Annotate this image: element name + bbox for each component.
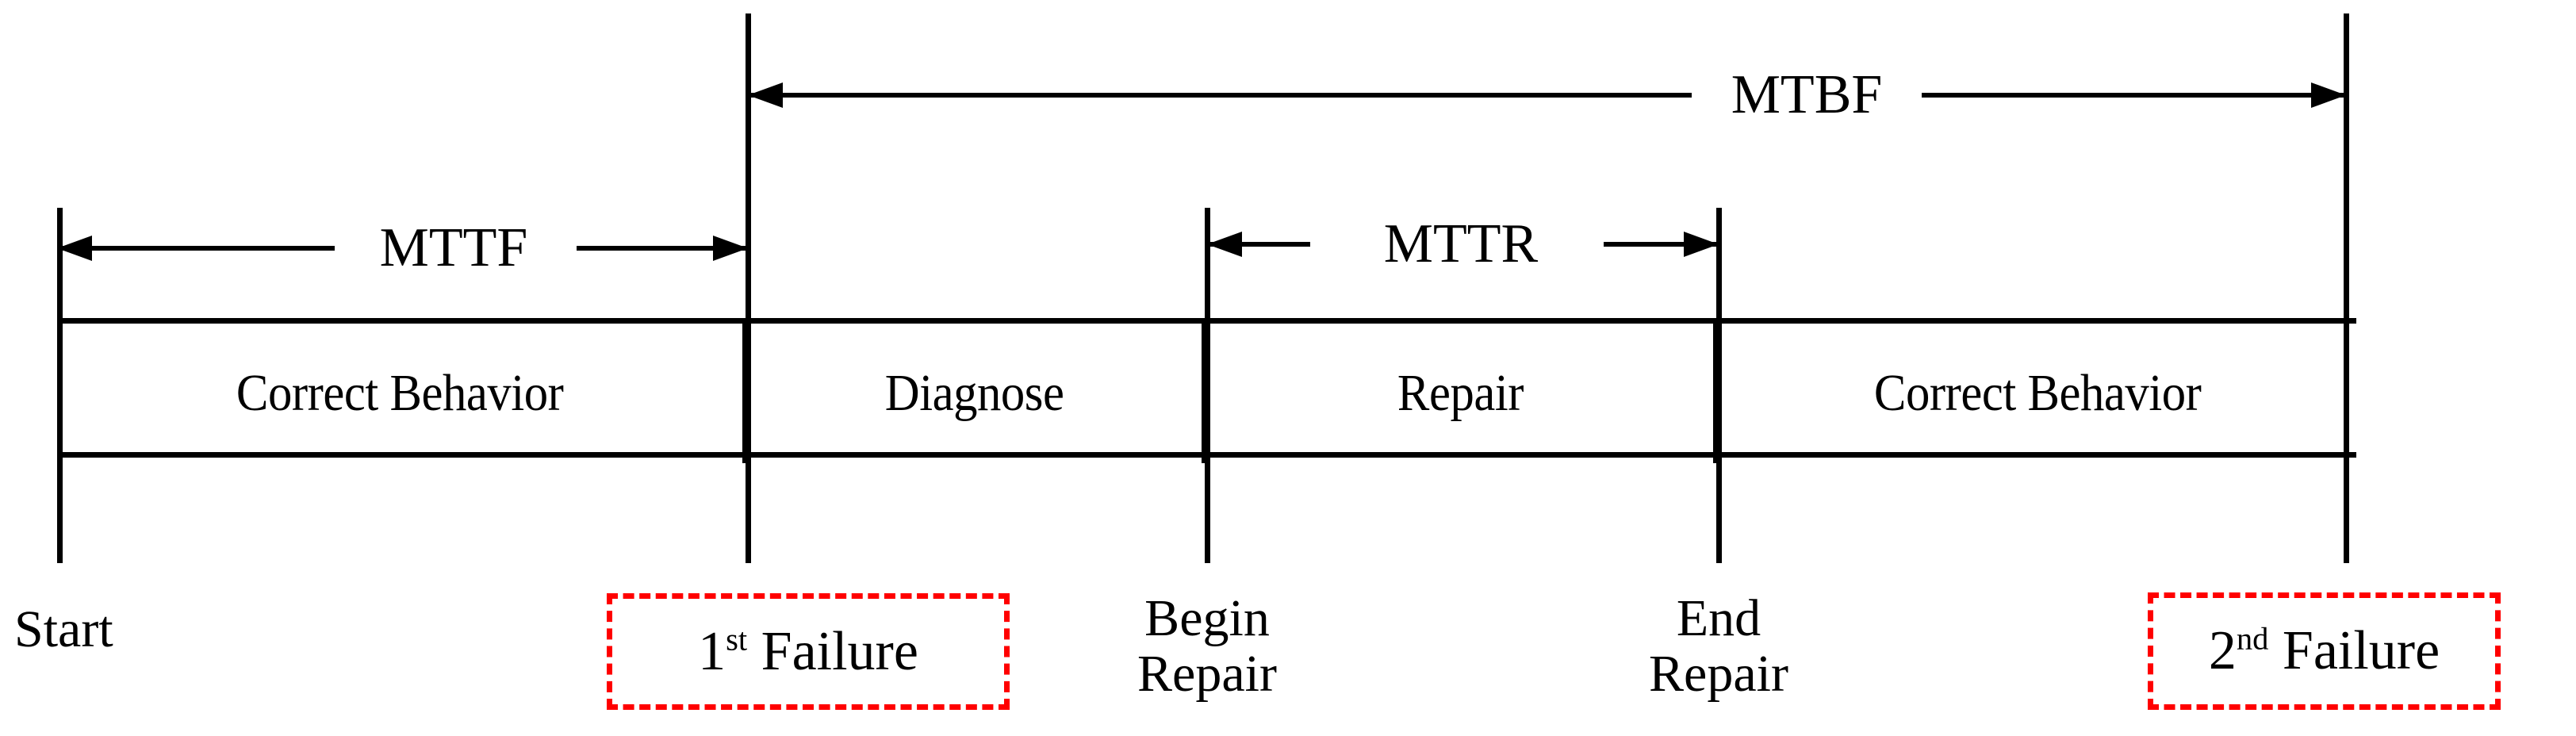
- event-label-line-1: End: [1676, 589, 1761, 647]
- mtbf-arrowhead-left: [748, 82, 783, 108]
- mtbf-line-right: [1922, 93, 2346, 98]
- event-label-first-failure: 1st Failure: [698, 620, 918, 682]
- state-cell-correct-behavior-1: Correct Behavior: [57, 324, 748, 463]
- event-label-line-2: Repair: [1137, 644, 1277, 703]
- event-ordinal-suffix: st: [726, 621, 748, 657]
- event-label-start: Start: [14, 603, 113, 656]
- state-cell-label: Repair: [1397, 364, 1524, 422]
- event-label-line-1: Begin: [1144, 589, 1270, 647]
- event-ordinal-suffix: nd: [2236, 620, 2269, 657]
- event-label-rest: Failure: [2268, 620, 2440, 681]
- event-ordinal-number: 2: [2208, 620, 2237, 681]
- state-cell-label: Correct Behavior: [1873, 364, 2202, 422]
- mttf-arrowhead-left: [57, 236, 92, 261]
- state-cell-correct-behavior-2: Correct Behavior: [1719, 324, 2356, 463]
- mtbf-line-left: [748, 93, 1692, 98]
- timeline-marker-begin-repair: [1205, 208, 1210, 563]
- state-cell-label: Diagnose: [885, 364, 1064, 422]
- measure-label-mtbf: MTBF: [1716, 67, 1897, 123]
- measure-label-mttr: MTTR: [1369, 217, 1553, 272]
- timeline-marker-second-failure: [2344, 13, 2349, 563]
- timeline-marker-start: [57, 208, 63, 563]
- mtbf-arrowhead-right: [2311, 82, 2346, 108]
- event-label-second-failure: 2nd Failure: [2209, 623, 2440, 679]
- mttr-arrowhead-right: [1684, 232, 1719, 257]
- state-cell-repair: Repair: [1207, 324, 1719, 463]
- event-label-line-2: Repair: [1649, 644, 1788, 703]
- mttr-line-right: [1604, 242, 1719, 247]
- state-cell-label: Correct Behavior: [236, 364, 564, 422]
- mttf-line-left: [57, 246, 335, 251]
- state-cell-diagnose: Diagnose: [748, 324, 1207, 463]
- mttr-arrowhead-left: [1207, 232, 1242, 257]
- event-box-second-failure: 2nd Failure: [2148, 592, 2501, 710]
- event-label-text: Start: [14, 600, 113, 658]
- state-band: Correct Behavior Diagnose Repair Correct…: [57, 318, 2356, 463]
- event-box-first-failure: 1st Failure: [607, 593, 1010, 710]
- event-label-begin-repair: Begin Repair: [1137, 591, 1277, 702]
- measure-label-mttf: MTTF: [365, 220, 542, 276]
- event-ordinal-number: 1: [698, 620, 726, 682]
- mttr-line-left: [1207, 242, 1310, 247]
- event-label-end-repair: End Repair: [1649, 591, 1788, 702]
- event-label-rest: Failure: [747, 620, 918, 682]
- mttf-line-right: [577, 246, 748, 251]
- mttf-arrowhead-right: [713, 236, 748, 261]
- timeline-marker-first-failure: [746, 13, 751, 563]
- timeline-marker-end-repair: [1716, 208, 1722, 563]
